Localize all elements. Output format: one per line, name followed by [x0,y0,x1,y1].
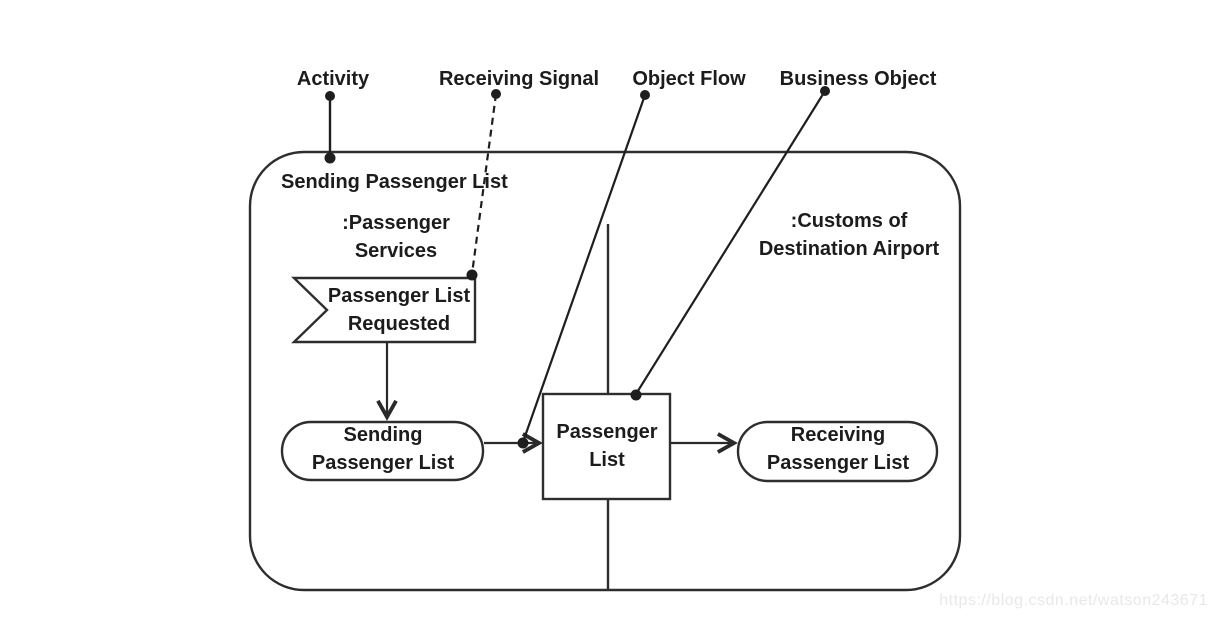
activity-boundary [248,150,962,592]
legend-label-object-flow: Object Flow [632,68,746,90]
action-receiving-label: Receiving Passenger List [766,424,910,474]
receive-signal-shape [291,276,477,344]
action-receiving-shape [736,420,939,483]
legend-label-activity: Activity [296,68,370,90]
action-sending-label: Sending Passenger List [311,424,455,474]
callout-business-object [630,86,830,401]
legend-label-receiving-signal: Receiving Signal [438,68,600,90]
partition-label-passenger-services: :Passenger Services [342,212,450,262]
object-node-label: Passenger List [556,421,658,471]
legend-label-business-object: Business Object [779,68,937,90]
receive-signal-label: Passenger List Requested [327,285,471,335]
partition-label-customs: :Customs of Destination Airport [758,210,940,260]
callout-activity [324,91,336,164]
callout-receiving-signal [466,89,501,281]
watermark-url: https://blog.csdn.net/watson243671 [939,592,1208,609]
activity-title: Sending Passenger List [281,171,508,193]
callout-object-flow [517,90,650,449]
action-sending-shape [280,420,485,482]
object-node-shape [541,392,672,501]
